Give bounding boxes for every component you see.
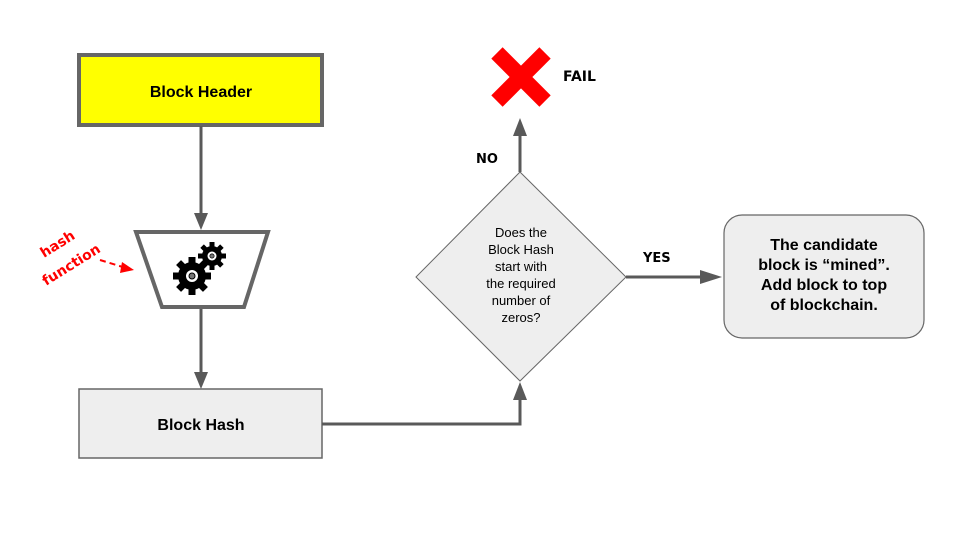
annotation-arrowhead xyxy=(120,262,134,273)
decision-line-6: zeros? xyxy=(501,310,540,325)
yes-label: YES xyxy=(642,251,671,266)
fail-label: FAIL xyxy=(563,69,596,85)
decision-line-1: Does the xyxy=(495,225,547,240)
block-header-box xyxy=(77,53,324,127)
fail-node: FAIL xyxy=(491,47,596,107)
arrowhead-up xyxy=(513,118,527,136)
hash-function-node xyxy=(133,230,271,309)
decision-node: Does the Block Hash start with the requi… xyxy=(415,171,627,382)
success-line-3: Add block to top xyxy=(761,277,887,294)
success-box xyxy=(723,214,925,339)
success-line-2: block is “mined”. xyxy=(758,257,890,274)
block-header-label: Block Header xyxy=(150,84,252,101)
connector-line xyxy=(322,398,522,426)
block-hash-box xyxy=(78,388,323,459)
arrow-hash-to-blockhash xyxy=(194,309,208,389)
decision-line-2: Block Hash xyxy=(488,242,554,257)
arrowhead-down xyxy=(194,213,208,230)
block-header-node: Block Header xyxy=(77,53,324,127)
gears-icon xyxy=(173,242,226,295)
decision-line-5: number of xyxy=(492,293,551,308)
x-mark-icon xyxy=(491,47,551,107)
block-hash-label: Block Hash xyxy=(157,417,244,434)
decision-diamond xyxy=(415,171,627,382)
block-hash-node: Block Hash xyxy=(78,388,323,459)
arrow-yes-to-success: YES xyxy=(626,251,722,284)
arrowhead-down xyxy=(194,372,208,389)
arrow-header-to-hash xyxy=(194,126,208,230)
hash-function-annotation: hash function xyxy=(38,228,134,289)
no-label: NO xyxy=(476,152,498,167)
arrow-blockhash-to-decision xyxy=(322,382,527,426)
decision-line-3: start with xyxy=(495,259,547,274)
arrowhead-up xyxy=(513,382,527,400)
success-node: The candidate block is “mined”. Add bloc… xyxy=(723,214,925,339)
success-line-1: The candidate xyxy=(770,237,878,254)
arrow-no-to-fail: NO xyxy=(476,118,527,172)
success-line-4: of blockchain. xyxy=(770,297,878,314)
arrowhead-right xyxy=(700,270,722,284)
decision-line-4: the required xyxy=(486,276,555,291)
